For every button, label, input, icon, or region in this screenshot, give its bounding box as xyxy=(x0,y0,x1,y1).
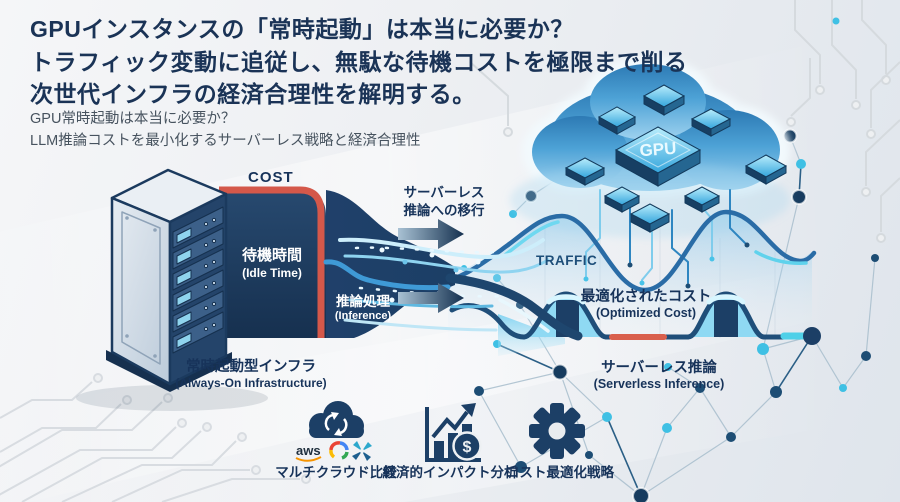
gpu-chip-small xyxy=(564,84,788,233)
gcp-logo xyxy=(329,441,349,460)
dollar-sign: $ xyxy=(463,439,472,456)
footer-icons: aws xyxy=(295,401,585,462)
cost-line-end-node xyxy=(803,327,821,345)
subtitle-line-2: LLM推論コストを最小化するサーバーレス戦略と経済合理性 xyxy=(30,132,421,149)
page-subtitle: GPU常時起動は本当に必要か？ LLM推論コストを最小化するサーバーレス戦略と経… xyxy=(30,109,421,153)
cost-flow-diagram xyxy=(218,186,583,341)
cost-axis-label: COST xyxy=(248,169,294,186)
gear-icon xyxy=(529,403,585,459)
subtitle-line-1: GPU常時起動は本当に必要か？ xyxy=(30,111,236,127)
inference-blue-line xyxy=(323,259,451,291)
gpu-chip-main: GPU xyxy=(614,126,702,187)
traffic-label: TRAFFIC xyxy=(536,253,598,268)
cloud-circuit-lines xyxy=(583,189,750,289)
rack-side-panel-border xyxy=(121,211,161,365)
serverless-en: (Serverless Inference) xyxy=(593,377,725,391)
inference-label: 推論処理 (Inference) xyxy=(318,290,408,322)
page-title: GPUインスタンスの「常時起動」は本当に必要か？ トラフィック変動に追従し、無駄… xyxy=(30,13,688,111)
circuit-pattern-bottom-left xyxy=(0,373,311,502)
footer-label-cost-strategy: コスト最適化戦略 xyxy=(506,465,614,480)
inference-en: (Inference) xyxy=(334,310,392,322)
cost-bar-2 xyxy=(714,300,738,337)
migration-label: サーバーレス 推論への移行 xyxy=(392,184,496,219)
server-rack xyxy=(76,168,268,411)
optimized-cost-en: (Optimized Cost) xyxy=(596,306,696,320)
circuit-pattern-top-right xyxy=(469,0,900,243)
cost-red-stripe xyxy=(219,186,325,338)
server-units xyxy=(172,206,224,354)
traffic-wave xyxy=(442,209,817,293)
migration-line-2: 推論への移行 xyxy=(403,202,485,218)
aws-logo: aws xyxy=(296,443,321,458)
title-line-3: 次世代インフラの経済合理性を解明する。 xyxy=(30,81,476,108)
migration-arrow-top xyxy=(398,219,464,249)
serverless-label: サーバーレス推論 (Serverless Inference) xyxy=(568,356,750,391)
idle-cost-block xyxy=(218,192,326,338)
optimized-cost-chart xyxy=(449,291,821,356)
rack-shadow xyxy=(76,385,268,411)
serverless-jp: サーバーレス推論 xyxy=(601,360,717,376)
title-line-2: トラフィック変動に追従し、無駄な待機コストを極限まで削る xyxy=(30,48,688,75)
economic-chart-icon: $ xyxy=(425,403,482,462)
inference-jp: 推論処理 xyxy=(336,294,390,309)
multi-cloud-sync-icon: aws xyxy=(295,401,372,462)
growth-arrowhead xyxy=(461,403,476,417)
always-on-en: (Always-On Infrastructure) xyxy=(175,376,327,390)
gpu-chip-cluster: GPU xyxy=(564,84,788,233)
data-streams xyxy=(338,237,550,332)
always-on-jp: 常時起動型インフラ xyxy=(185,359,317,375)
optimized-cost-label: 最適化されたコスト (Optimized Cost) xyxy=(556,285,736,320)
always-on-label: 常時起動型インフラ (Always-On Infrastructure) xyxy=(160,355,342,390)
idle-time-jp: 待機時間 xyxy=(241,247,302,264)
cloud-x-logo xyxy=(352,441,372,461)
migration-arrow-bottom xyxy=(398,283,464,313)
idle-time-en: (Idle Time) xyxy=(242,266,302,280)
dollar-coin xyxy=(452,431,482,461)
gpu-chip-label: GPU xyxy=(639,139,677,161)
idle-time-label: 待機時間 (Idle Time) xyxy=(212,244,332,280)
title-line-1: GPUインスタンスの「常時起動」は本当に必要か？ xyxy=(30,16,574,42)
migration-line-1: サーバーレス xyxy=(403,185,485,200)
aws-smile xyxy=(295,456,322,462)
optimized-cost-jp: 最適化されたコスト xyxy=(580,289,712,305)
flow-to-cost-band xyxy=(445,273,583,341)
